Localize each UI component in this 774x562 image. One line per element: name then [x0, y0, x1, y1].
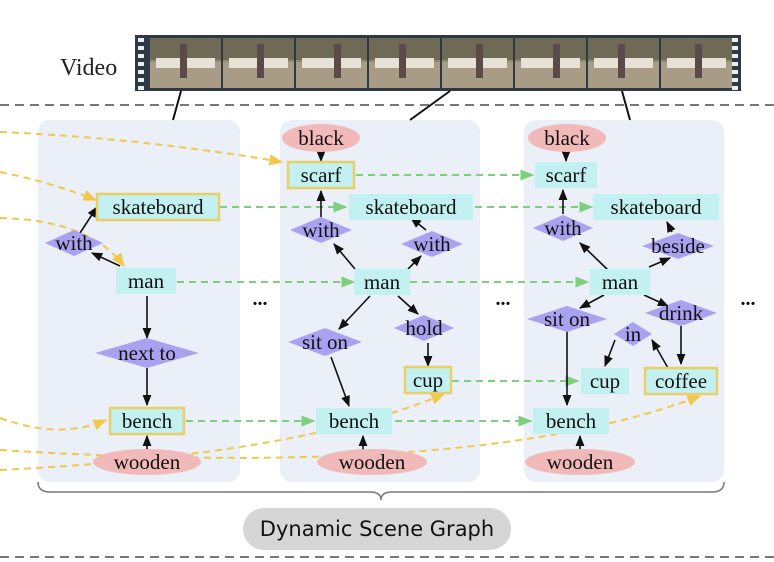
- ellipsis-3: ...: [741, 288, 756, 310]
- yellow-link-bench: [0, 417, 108, 431]
- panel-3-node-skateboard: skateboard: [593, 194, 719, 220]
- panel-1-node-bench: bench: [108, 406, 186, 436]
- panel-2-node-cup: cup: [403, 365, 453, 395]
- svg-text:with: with: [544, 216, 582, 240]
- panel-3-node-man: man: [590, 269, 650, 295]
- svg-text:skateboard: skateboard: [611, 195, 702, 219]
- frame-connector-2: [409, 90, 451, 121]
- svg-text:skateboard: skateboard: [366, 195, 457, 219]
- panel-3-node-black: black: [528, 124, 606, 152]
- svg-text:bench: bench: [329, 409, 380, 433]
- dynamic-scene-graph-label: Dynamic Scene Graph: [243, 508, 511, 550]
- svg-text:beside: beside: [651, 234, 705, 258]
- svg-text:with: with: [413, 232, 451, 256]
- svg-text:cup: cup: [413, 368, 443, 392]
- panel-3-node-cup: cup: [581, 368, 629, 394]
- ellipsis-2: ...: [496, 288, 511, 310]
- svg-text:wooden: wooden: [339, 450, 406, 474]
- svg-text:sit on: sit on: [544, 307, 591, 331]
- svg-text:wooden: wooden: [547, 450, 614, 474]
- svg-text:with: with: [55, 231, 93, 255]
- yellow-link-skateboard: [0, 171, 98, 201]
- svg-text:bench: bench: [546, 409, 597, 433]
- panel-2-node-with-left: with: [290, 217, 352, 243]
- video-frame: [150, 38, 221, 88]
- svg-text:wooden: wooden: [114, 450, 181, 474]
- svg-text:bench: bench: [122, 409, 173, 433]
- svg-text:man: man: [128, 269, 165, 293]
- panel-2-node-scarf: scarf: [286, 160, 356, 190]
- panel-1-node-next-to: next to: [95, 338, 199, 368]
- video-frame: [296, 38, 367, 88]
- svg-text:man: man: [364, 270, 401, 294]
- panel-2-node-black: black: [282, 124, 360, 152]
- panel-3-node-scarf: scarf: [535, 162, 597, 188]
- svg-text:black: black: [544, 126, 590, 150]
- panel-2-node-man: man: [354, 269, 410, 295]
- video-frame: [515, 38, 586, 88]
- panel-3-node-sit-on: sit on: [527, 306, 607, 332]
- ellipsis-1: ...: [253, 288, 268, 310]
- svg-text:scarf: scarf: [546, 163, 587, 187]
- panel-2-node-sit-on: sit on: [288, 328, 362, 356]
- svg-text:scarf: scarf: [301, 163, 342, 187]
- svg-text:man: man: [602, 270, 639, 294]
- panel-2-node-wooden: wooden: [317, 449, 427, 475]
- panel-1-node-wooden: wooden: [93, 449, 201, 475]
- temporal-links: [177, 169, 594, 427]
- graph-edges: [79, 150, 686, 450]
- video-frame: [369, 38, 440, 88]
- svg-text:sit on: sit on: [302, 330, 349, 354]
- svg-text:in: in: [625, 322, 642, 346]
- panel-2-node-with-right: with: [401, 231, 463, 257]
- video-label: Video: [60, 55, 117, 81]
- svg-text:drink: drink: [659, 301, 704, 325]
- panel-2-node-skateboard: skateboard: [349, 194, 473, 220]
- video-frame: [442, 38, 513, 88]
- panel-3-node-beside: beside: [642, 233, 714, 259]
- panel-3-node-in: in: [614, 322, 652, 346]
- panel-3-node-coffee: coffee: [643, 366, 719, 396]
- panel-1-node-man: man: [116, 268, 176, 294]
- svg-text:cup: cup: [590, 369, 620, 393]
- video-filmstrip: [135, 35, 741, 91]
- video-frame: [223, 38, 294, 88]
- bottom-brace: [37, 481, 725, 501]
- svg-text:hold: hold: [405, 316, 443, 340]
- frame-connector-1: [172, 90, 182, 121]
- video-frame: [588, 38, 659, 88]
- panel-3-node-bench: bench: [533, 408, 609, 434]
- video-frame: [661, 38, 732, 88]
- panel-2-node-bench: bench: [316, 408, 392, 434]
- panel-1-node-skateboard: skateboard: [95, 192, 221, 222]
- svg-text:skateboard: skateboard: [113, 195, 204, 219]
- svg-text:next to: next to: [118, 341, 176, 365]
- frame-connector-3: [621, 90, 631, 121]
- panel-2-node-hold: hold: [394, 315, 454, 341]
- panel-3-node-with: with: [533, 215, 593, 241]
- yellow-link-cup: [0, 393, 446, 471]
- panel-3-node-wooden: wooden: [525, 449, 635, 475]
- panel-1-node-with: with: [45, 230, 103, 256]
- svg-text:coffee: coffee: [655, 369, 707, 393]
- panel-3-node-drink: drink: [645, 300, 717, 326]
- svg-text:with: with: [302, 218, 340, 242]
- svg-text:black: black: [298, 126, 344, 150]
